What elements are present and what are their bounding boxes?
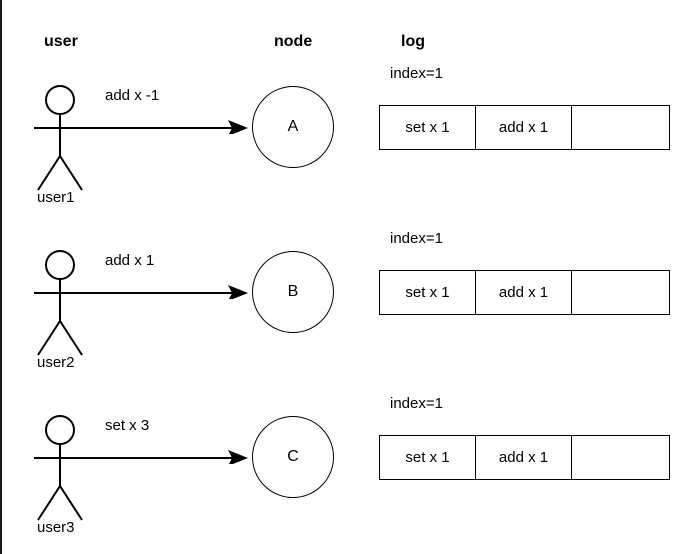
node-circle: C	[252, 416, 334, 498]
log-table: set x 1 add x 1	[379, 105, 670, 150]
log-cell: add x 1	[476, 271, 572, 314]
node-circle: B	[252, 251, 334, 333]
actor-stick-figure: user3	[30, 408, 110, 535]
node-circle: A	[252, 86, 334, 168]
node-label: A	[287, 118, 299, 135]
log-cell: add x 1	[476, 436, 572, 479]
log-cell-empty	[572, 436, 669, 479]
log-cell: set x 1	[380, 106, 476, 149]
diagram-row: user1 add x -1 A index=1 set x 1 add x 1	[0, 66, 691, 235]
message-label: set x 3	[105, 417, 150, 434]
log-cell-empty	[572, 106, 669, 149]
log-cell: set x 1	[380, 436, 476, 479]
actor-stick-figure: user2	[30, 243, 110, 370]
message-arrow	[82, 275, 250, 299]
diagram-row: user3 set x 3 C index=1 set x 1 add x 1	[0, 396, 691, 554]
actor-label: user3	[37, 519, 75, 536]
log-cell: add x 1	[476, 106, 572, 149]
log-table: set x 1 add x 1	[379, 435, 670, 480]
message-label: add x -1	[105, 87, 160, 104]
log-index-label: index=1	[390, 395, 443, 412]
column-header-node: node	[274, 33, 313, 50]
log-index-label: index=1	[390, 230, 443, 247]
message-arrow	[82, 110, 250, 134]
column-header-user: user	[44, 33, 78, 50]
actor-label: user1	[37, 189, 75, 206]
message-label: add x 1	[105, 252, 155, 269]
log-cell-empty	[572, 271, 669, 314]
left-border-rule	[0, 0, 2, 554]
node-label: C	[287, 448, 299, 465]
log-index-label: index=1	[390, 65, 443, 82]
message-arrow	[82, 440, 250, 464]
node-label: B	[287, 283, 299, 300]
column-header-log: log	[401, 33, 425, 50]
diagram-row: user2 add x 1 B index=1 set x 1 add x 1	[0, 231, 691, 400]
log-cell: set x 1	[380, 271, 476, 314]
log-table: set x 1 add x 1	[379, 270, 670, 315]
actor-label: user2	[37, 354, 75, 371]
actor-stick-figure: user1	[30, 78, 110, 205]
